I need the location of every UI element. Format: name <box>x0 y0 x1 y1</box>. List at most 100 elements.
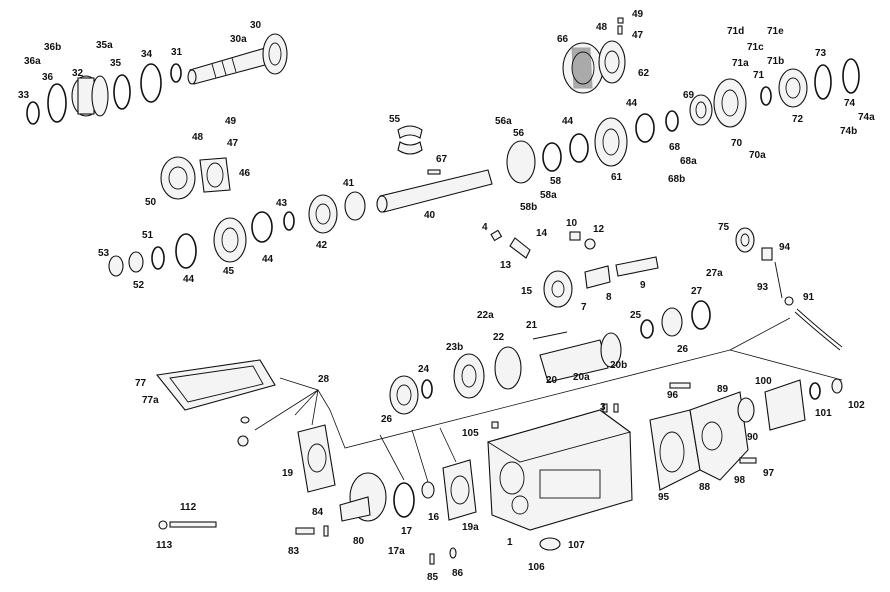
callout-68a: 68a <box>680 156 697 167</box>
callout-43: 43 <box>276 198 288 209</box>
callout-36a: 36a <box>24 56 41 67</box>
callout-61: 61 <box>611 172 623 183</box>
callout-21: 21 <box>526 320 538 331</box>
callout-26-right: 26 <box>677 344 689 355</box>
callout-84: 84 <box>312 507 324 518</box>
callout-22a: 22a <box>477 310 494 321</box>
callout-51: 51 <box>142 230 154 241</box>
callout-46: 46 <box>239 168 251 179</box>
callout-71: 71 <box>753 70 765 81</box>
leader-lines <box>254 317 843 483</box>
callout-105: 105 <box>462 428 479 439</box>
callout-55: 55 <box>389 114 401 125</box>
callout-1: 1 <box>507 537 513 548</box>
callout-30: 30 <box>250 20 262 31</box>
callout-107: 107 <box>568 540 585 551</box>
callout-77: 77 <box>135 378 147 389</box>
callout-91: 91 <box>803 292 815 303</box>
input-shaft-group <box>26 33 288 125</box>
callout-35a: 35a <box>96 40 113 51</box>
callout-101: 101 <box>815 408 832 419</box>
callout-3: 3 <box>600 402 606 413</box>
synchro-hub-group <box>562 17 626 94</box>
callout-98: 98 <box>734 475 746 486</box>
callout-58: 58 <box>550 176 562 187</box>
callout-26-left: 26 <box>381 414 393 425</box>
callout-19: 19 <box>282 468 294 479</box>
callout-68b: 68b <box>668 174 685 185</box>
callout-14: 14 <box>536 228 548 239</box>
callout-7: 7 <box>581 302 587 313</box>
callout-23b: 23b <box>446 342 463 353</box>
callout-48-top: 48 <box>596 22 608 33</box>
callout-71a: 71a <box>732 58 749 69</box>
callout-22: 22 <box>493 332 505 343</box>
callout-41: 41 <box>343 178 355 189</box>
callout-88: 88 <box>699 482 711 493</box>
callout-77a: 77a <box>142 395 159 406</box>
callout-70: 70 <box>731 138 743 149</box>
callout-102: 102 <box>848 400 865 411</box>
speedometer-drive-group <box>735 227 843 351</box>
callout-56a: 56a <box>495 116 512 127</box>
callout-20: 20 <box>546 375 558 386</box>
callout-66: 66 <box>557 34 569 45</box>
callout-20b: 20b <box>610 360 627 371</box>
callout-112: 112 <box>180 502 197 513</box>
callout-58a: 58a <box>540 190 557 201</box>
callout-28: 28 <box>318 374 330 385</box>
callout-71e: 71e <box>767 26 784 37</box>
callout-56: 56 <box>513 128 525 139</box>
callout-68: 68 <box>669 142 681 153</box>
callout-71c: 71c <box>747 42 764 53</box>
callout-47-top: 47 <box>632 30 644 41</box>
mainshaft-group <box>108 117 628 277</box>
rear-housing-group <box>649 378 843 491</box>
callout-34: 34 <box>141 49 153 60</box>
callout-75: 75 <box>718 222 730 233</box>
callout-74: 74 <box>844 98 856 109</box>
callout-45: 45 <box>223 266 235 277</box>
callout-97: 97 <box>763 468 775 479</box>
shift-mechanism-group <box>490 229 659 308</box>
callout-83: 83 <box>288 546 300 557</box>
cover-gasket <box>155 359 276 447</box>
callout-27a: 27a <box>706 268 723 279</box>
callout-47-mid: 47 <box>227 138 239 149</box>
callout-36b: 36b <box>44 42 61 53</box>
callout-31: 31 <box>171 47 183 58</box>
callout-52: 52 <box>133 280 145 291</box>
callout-17a: 17a <box>388 546 405 557</box>
callout-44-low: 44 <box>262 254 274 265</box>
callout-24: 24 <box>418 364 430 375</box>
callout-86: 86 <box>452 568 464 579</box>
callout-42: 42 <box>316 240 328 251</box>
callout-44-top: 44 <box>626 98 638 109</box>
callout-32: 32 <box>72 68 84 79</box>
callout-20a: 20a <box>573 372 590 383</box>
callout-95: 95 <box>658 492 670 503</box>
callout-106: 106 <box>528 562 545 573</box>
callout-73: 73 <box>815 48 827 59</box>
callout-58b: 58b <box>520 202 537 213</box>
callout-93: 93 <box>757 282 769 293</box>
callout-70a: 70a <box>749 150 766 161</box>
callout-labels: 30 30a 36b 35a 36a 36 32 35 34 31 33 48 … <box>18 9 875 583</box>
callout-15: 15 <box>521 286 533 297</box>
callout-72: 72 <box>792 114 804 125</box>
callout-85: 85 <box>427 572 439 583</box>
callout-35: 35 <box>110 58 122 69</box>
callout-36: 36 <box>42 72 54 83</box>
callout-44-mid: 44 <box>562 116 574 127</box>
callout-89: 89 <box>717 384 729 395</box>
callout-71d: 71d <box>727 26 744 37</box>
callout-100: 100 <box>755 376 772 387</box>
gearbox-housing <box>486 403 633 551</box>
callout-13: 13 <box>500 260 512 271</box>
callout-25: 25 <box>630 310 642 321</box>
callout-80: 80 <box>353 536 365 547</box>
callout-16: 16 <box>428 512 440 523</box>
callout-69: 69 <box>683 90 695 101</box>
callout-19a: 19a <box>462 522 479 533</box>
